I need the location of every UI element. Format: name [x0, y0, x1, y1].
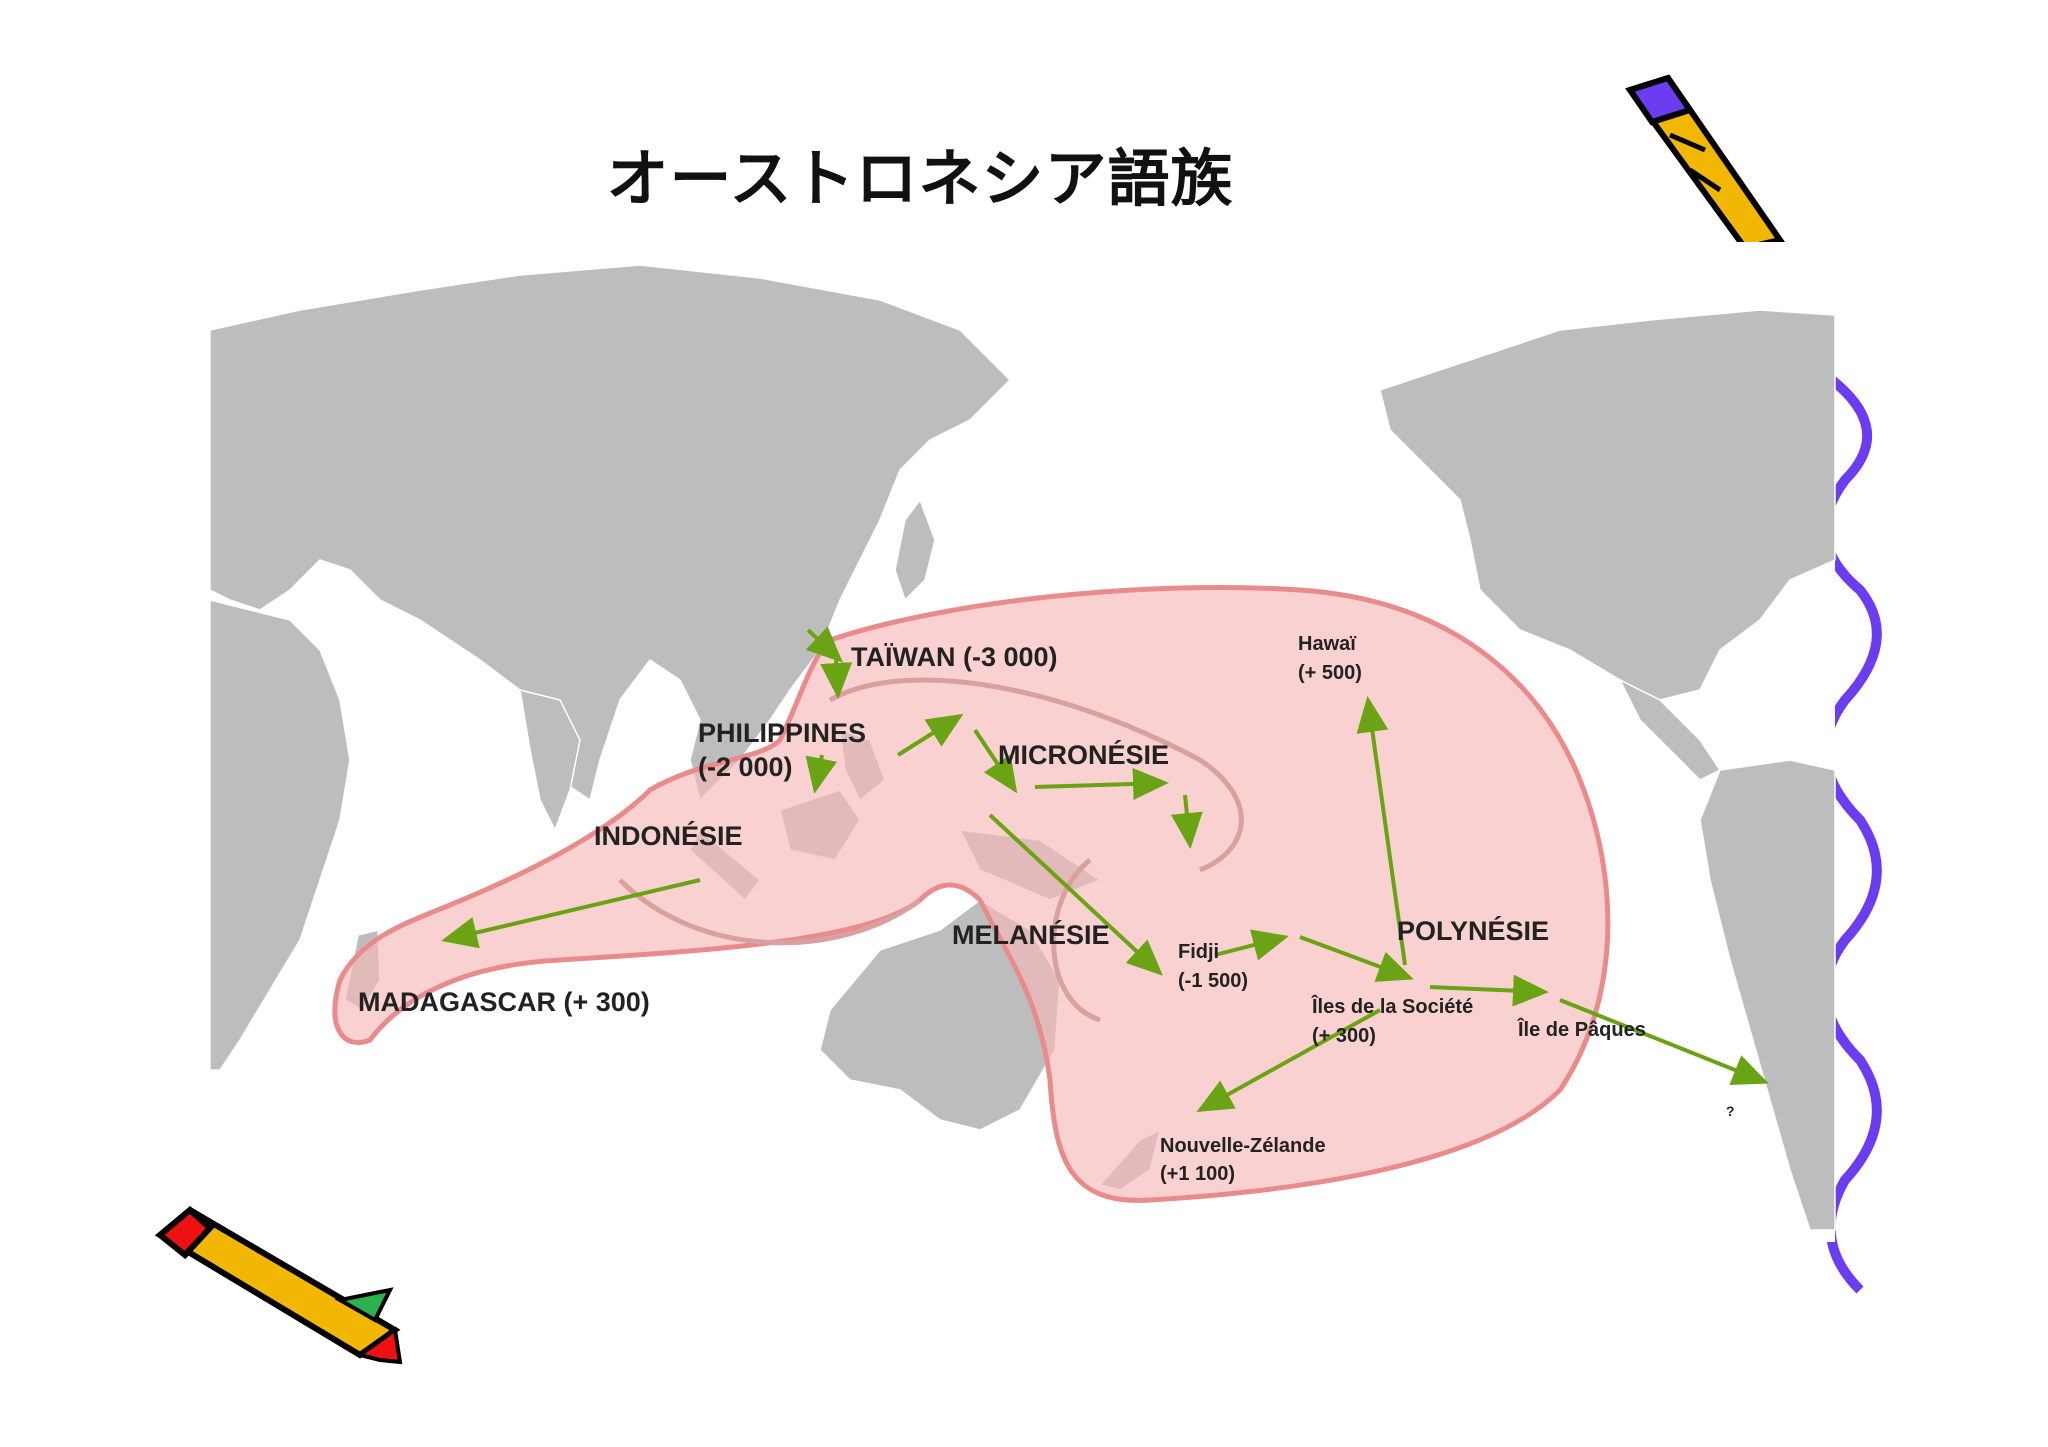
arrow — [1170, 794, 1203, 849]
pencil-icon — [1625, 74, 1785, 252]
label-philippines-date: (-2 000) — [698, 752, 793, 782]
label-hawai-date: (+ 500) — [1298, 662, 1362, 684]
migration-arrows — [441, 626, 1769, 1112]
label-taiwan: TAÏWAN (-3 000) — [851, 642, 1058, 672]
landmasses — [209, 264, 1836, 1231]
label-nz-date: (+1 100) — [1160, 1163, 1235, 1185]
arrow — [1196, 1008, 1381, 1112]
arrow — [1356, 696, 1407, 966]
arrow — [973, 728, 1018, 794]
inner-region-line-3 — [1051, 858, 1101, 1023]
arrow — [988, 813, 1163, 976]
arrow — [896, 713, 964, 757]
north-america — [1379, 309, 1836, 701]
arrow — [1299, 935, 1414, 982]
africa — [209, 599, 351, 1071]
label-societe-date: (+ 300) — [1312, 1025, 1376, 1047]
arrow — [1429, 974, 1549, 1007]
arrow — [1034, 767, 1169, 800]
label-paques: Île de Pâques — [1517, 1017, 1646, 1041]
australia — [819, 899, 1061, 1131]
arrow — [805, 626, 843, 663]
label-philippines: PHILIPPINES — [698, 718, 866, 748]
label-fidji-date: (-1 500) — [1178, 970, 1248, 992]
label-micronesie: MICRONÉSIE — [998, 739, 1169, 770]
arrow — [805, 754, 837, 794]
arrow — [1559, 998, 1769, 1085]
central-america — [1618, 678, 1722, 781]
label-nz: Nouvelle-Zélande — [1160, 1135, 1326, 1157]
arrow — [441, 878, 701, 949]
inner-region-line — [828, 677, 1244, 873]
arrow — [1214, 929, 1289, 961]
inner-region-line-2 — [618, 878, 922, 946]
slide-title: オーストロネシア語族 — [606, 142, 1234, 215]
eurasia — [209, 264, 1012, 802]
label-indonesie: INDONÉSIE — [594, 820, 743, 851]
label-fidji: Fidji — [1178, 941, 1219, 963]
label-question: ? — [1726, 1103, 1735, 1119]
austronesian-region — [332, 584, 1611, 1203]
pencil-icon — [154, 1206, 403, 1365]
india — [519, 688, 581, 832]
label-hawai: Hawaï — [1298, 633, 1356, 655]
arrow — [820, 659, 853, 699]
label-melanesie: MELANÉSIE — [952, 919, 1110, 950]
south-america — [1699, 759, 1836, 1231]
label-societe: Îles de la Société — [1311, 994, 1473, 1018]
japan — [894, 498, 936, 602]
label-polynesie: POLYNÉSIE — [1397, 915, 1549, 946]
label-madagascar: MADAGASCAR (+ 300) — [358, 987, 650, 1017]
